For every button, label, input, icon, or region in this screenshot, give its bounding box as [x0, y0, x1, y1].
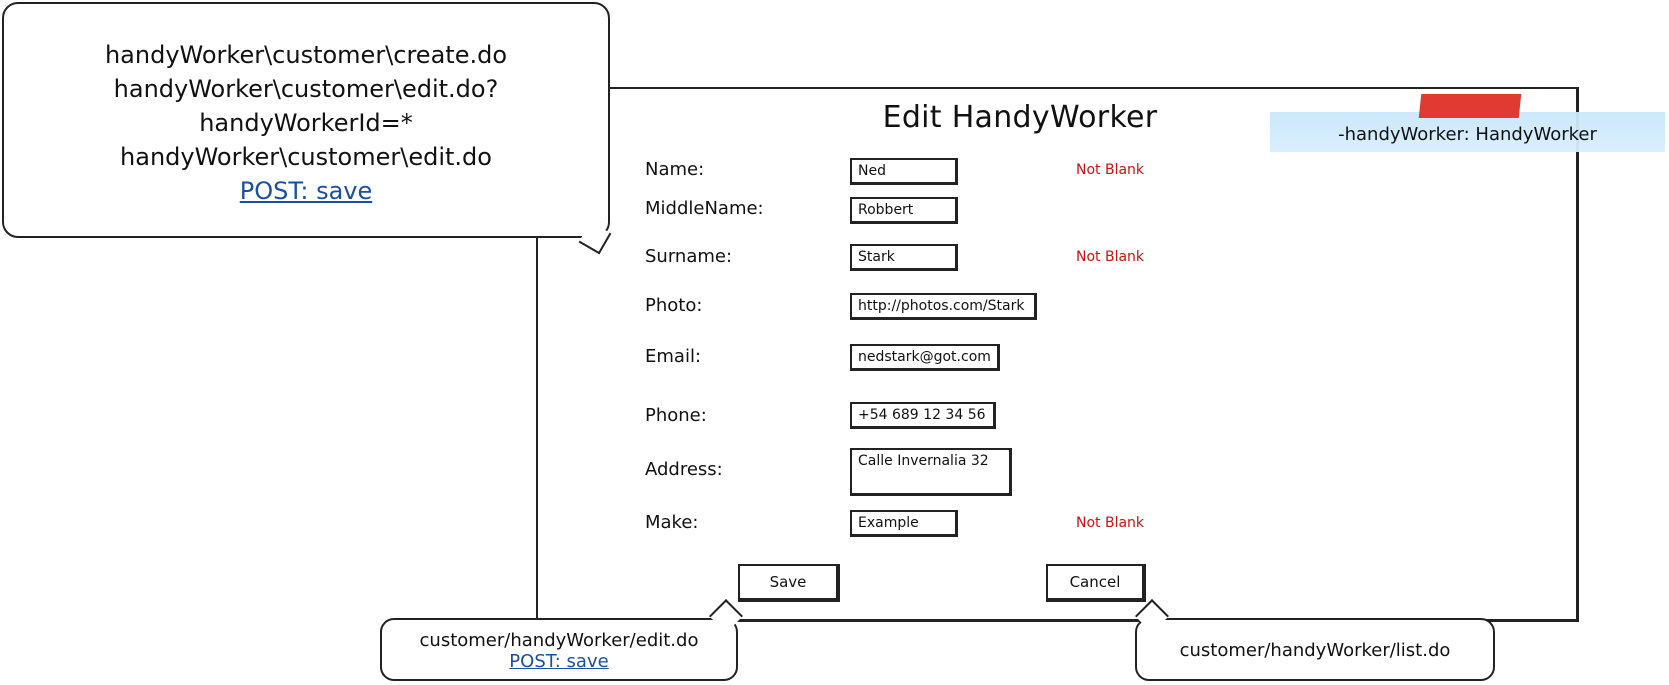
phone-label: Phone: [645, 405, 707, 426]
edit-form-window [536, 87, 1579, 622]
surname-label: Surname: [645, 246, 733, 267]
address-field[interactable]: Calle Invernalia 32 [850, 448, 1012, 496]
sticky-note-tape [1418, 94, 1522, 118]
callout-url-line-3: handyWorkerId=* [199, 109, 413, 137]
callout-post-link[interactable]: POST: save [239, 177, 373, 205]
callout-url-line-1: handyWorker\customer\create.do [104, 41, 508, 69]
make-label: Make: [645, 512, 699, 533]
middlename-label: MiddleName: [645, 198, 764, 219]
email-label: Email: [645, 346, 702, 367]
make-error: Not Blank [1076, 515, 1145, 531]
save-callout-link[interactable]: POST: save [509, 651, 609, 672]
surname-error: Not Blank [1076, 249, 1145, 265]
sticky-note [1270, 112, 1665, 152]
name-error: Not Blank [1076, 162, 1145, 178]
url-callout: handyWorker\customer\create.do handyWork… [2, 2, 610, 238]
address-label: Address: [645, 459, 723, 480]
cancel-callout: customer/handyWorker/list.do [1135, 618, 1495, 681]
save-callout-url: customer/handyWorker/edit.do [419, 630, 699, 651]
make-field[interactable]: Example [850, 510, 958, 537]
sticky-note-text: -handyWorker: HandyWorker [1338, 124, 1597, 145]
phone-field[interactable]: +54 689 12 34 56 [850, 402, 996, 429]
surname-field[interactable]: Stark [850, 244, 958, 271]
email-field[interactable]: nedstark@got.com [850, 344, 1000, 371]
save-button[interactable]: Save [738, 564, 840, 602]
callout-url-line-4: handyWorker\customer\edit.do [120, 143, 492, 171]
name-field[interactable]: Ned [850, 158, 958, 185]
callout-url-line-2: handyWorker\customer\edit.do? [113, 75, 499, 103]
save-callout: customer/handyWorker/edit.do POST: save [380, 618, 738, 681]
page-title: Edit HandyWorker [882, 100, 1158, 135]
middlename-field[interactable]: Robbert [850, 197, 958, 224]
cancel-button[interactable]: Cancel [1046, 564, 1146, 602]
name-label: Name: [645, 159, 705, 180]
cancel-callout-url: customer/handyWorker/list.do [1179, 640, 1451, 661]
photo-field[interactable]: http://photos.com/Stark [850, 293, 1037, 320]
photo-label: Photo: [645, 295, 703, 316]
